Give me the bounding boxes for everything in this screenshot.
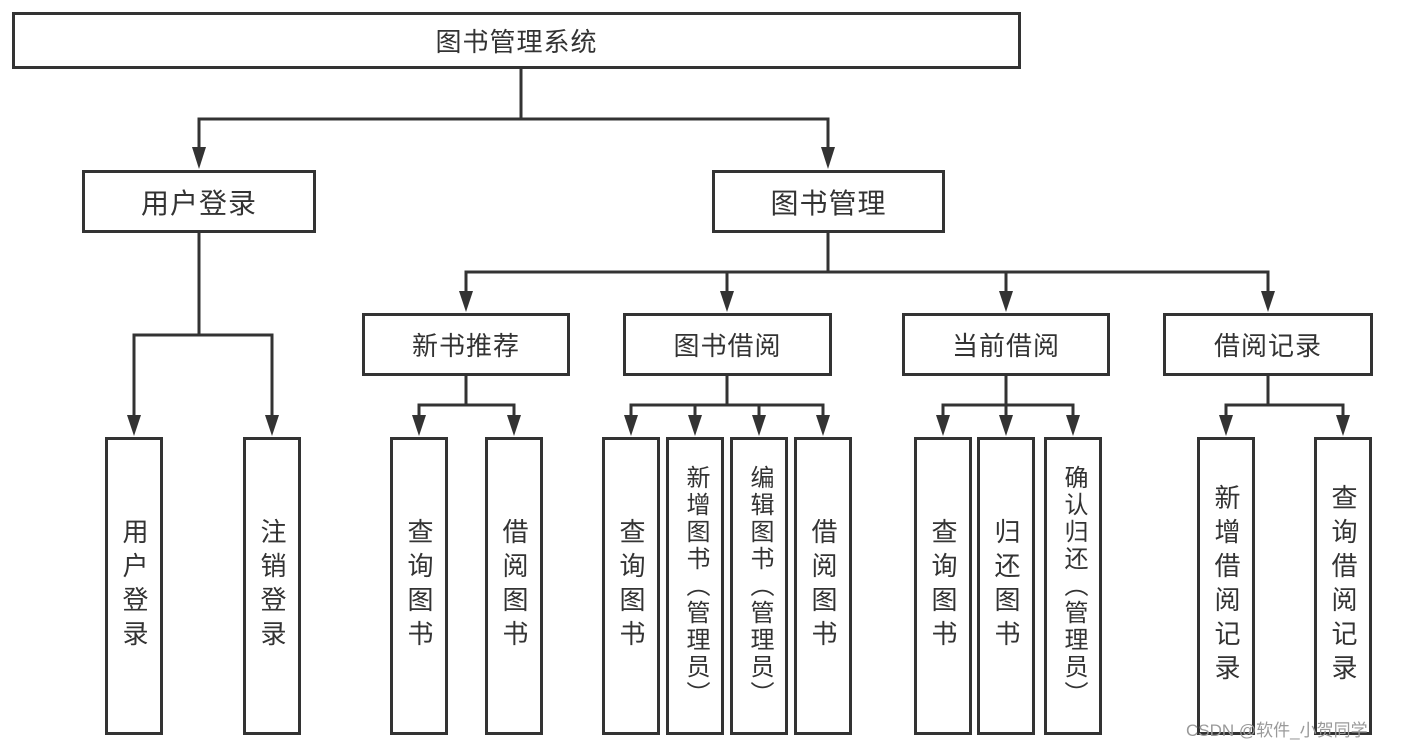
node-query-borrow-record-leaf: 查询借阅记录	[1314, 437, 1372, 735]
node-label: 查询图书	[616, 518, 646, 654]
node-new-book-recommend: 新书推荐	[362, 313, 570, 376]
node-edit-book-admin-leaf: 编辑图书（管理员）	[730, 437, 788, 735]
node-current-borrow: 当前借阅	[902, 313, 1110, 376]
node-label: 借阅图书	[808, 518, 838, 654]
book-borrow-connector	[624, 376, 830, 436]
node-label: 查询借阅记录	[1328, 484, 1358, 688]
node-logout-leaf: 注销登录	[243, 437, 301, 735]
node-system-root: 图书管理系统	[12, 12, 1021, 69]
new-book-recommend-connector	[412, 376, 521, 436]
node-label: 编辑图书（管理员）	[746, 464, 773, 708]
node-label: 归还图书	[991, 518, 1021, 654]
node-user-login: 用户登录	[82, 170, 316, 233]
csdn-watermark: CSDN @软件_小贺同学	[1186, 721, 1368, 740]
node-add-book-admin-leaf: 新增图书（管理员）	[666, 437, 724, 735]
user-login-connector	[127, 233, 279, 436]
node-book-management: 图书管理	[712, 170, 945, 233]
node-borrow-books-2-leaf: 借阅图书	[794, 437, 852, 735]
node-label: 确认归还（管理员）	[1060, 464, 1087, 708]
node-add-borrow-record-leaf: 新增借阅记录	[1197, 437, 1255, 735]
node-label: 图书管理系统	[435, 27, 598, 57]
node-query-books-2-leaf: 查询图书	[602, 437, 660, 735]
node-label: 借阅图书	[499, 518, 529, 654]
node-label: 新增图书（管理员）	[682, 464, 709, 708]
node-label: 新书推荐	[411, 331, 520, 361]
node-label: 查询图书	[404, 518, 434, 654]
node-query-books-leaf: 查询图书	[390, 437, 448, 735]
node-label: 借阅记录	[1213, 331, 1322, 361]
node-label: 用户登录	[140, 187, 257, 219]
node-label: 用户登录	[119, 518, 149, 654]
node-label: 新增借阅记录	[1211, 484, 1241, 688]
node-query-books-3-leaf: 查询图书	[914, 437, 972, 735]
node-label: 查询图书	[928, 518, 958, 654]
borrow-records-connector	[1219, 376, 1350, 436]
node-return-book-leaf: 归还图书	[977, 437, 1035, 735]
node-label: 当前借阅	[951, 331, 1060, 361]
node-label: 图书借阅	[673, 331, 782, 361]
node-confirm-return-admin-leaf: 确认归还（管理员）	[1044, 437, 1102, 735]
node-label: 图书管理	[770, 187, 887, 219]
node-borrow-books-leaf: 借阅图书	[485, 437, 543, 735]
node-user-login-leaf: 用户登录	[105, 437, 163, 735]
node-label: 注销登录	[257, 518, 287, 654]
root-connector	[192, 68, 835, 169]
node-borrow-records: 借阅记录	[1163, 313, 1373, 376]
current-borrow-connector	[936, 376, 1080, 436]
node-book-borrow: 图书借阅	[623, 313, 832, 376]
book-management-connector	[459, 233, 1275, 312]
